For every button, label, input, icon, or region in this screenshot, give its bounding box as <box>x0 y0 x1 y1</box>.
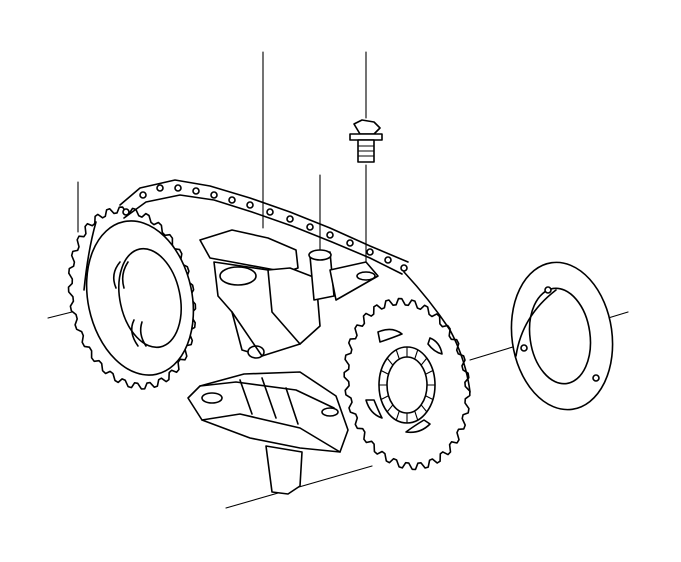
flange-plate-hole-3 <box>592 374 600 382</box>
callout-lines <box>77 51 367 276</box>
guide-rail-foot <box>265 445 303 495</box>
guide-rail-hole-left <box>201 392 223 404</box>
tensioner-edge-line <box>231 311 263 357</box>
chain-link-pin <box>400 264 408 272</box>
chain-link-pin <box>156 184 164 192</box>
sprocket-left-slot-2 <box>130 319 139 347</box>
timing-chain <box>83 179 471 393</box>
chain-bottom-edge <box>123 194 403 275</box>
spline-tooth <box>380 369 390 375</box>
sprocket-left-hub <box>118 247 182 349</box>
chain-link-pin <box>246 201 254 209</box>
sprocket-right-slot-4 <box>405 419 431 434</box>
chain-link-pin <box>266 208 274 216</box>
chain-top-edge <box>119 179 409 263</box>
spline-tooth <box>414 410 419 421</box>
spline-tooth <box>386 404 394 413</box>
chain-link-pin <box>326 231 334 239</box>
tensioner-bushing-top <box>308 249 332 261</box>
chain-link-pin <box>306 223 314 231</box>
spline-tooth <box>420 404 428 413</box>
guide-rail-hole-right <box>321 407 339 417</box>
sprocket-right-splines <box>378 346 436 424</box>
spline-tooth <box>395 410 400 421</box>
chain-left-run <box>83 221 97 291</box>
chain-link-pin <box>366 248 374 256</box>
spline-tooth <box>386 357 394 366</box>
chain-link-pin <box>346 239 354 247</box>
chain-links <box>122 184 408 272</box>
sprocket-left-slot-1 <box>112 261 121 289</box>
flange-plate-hole-2 <box>520 344 528 352</box>
chain-link-pin <box>286 215 294 223</box>
chain-link-pin <box>192 187 200 195</box>
sprocket-left-slot-1b <box>121 261 129 289</box>
camshaft-sprocket-right <box>343 297 471 471</box>
spline-tooth <box>424 395 434 401</box>
spline-tooth <box>420 357 428 366</box>
spline-tooth <box>414 349 419 360</box>
guide-rail-rib-2 <box>261 377 277 419</box>
tensioner-top-shoe <box>199 229 299 273</box>
bolt-flange <box>349 133 383 141</box>
sprocket-right-slot-1 <box>377 328 403 343</box>
chain-right-run <box>403 271 471 393</box>
chain-link-pin <box>228 196 236 204</box>
guide-rail-upper-edge <box>199 381 335 409</box>
tensioner-bracket <box>329 261 379 301</box>
guide-rail-lower-edge <box>201 413 341 453</box>
sprocket-right-teeth <box>343 297 471 471</box>
spline-tooth <box>395 349 400 360</box>
flange-plate-inner <box>528 287 592 385</box>
sprocket-left-slot-2b <box>139 321 147 347</box>
guide-rail-rib-1 <box>239 379 253 415</box>
bolt-head <box>353 119 381 135</box>
guide-rail-rib-3 <box>285 387 299 425</box>
chain-link-pin <box>210 191 218 199</box>
tensioner-bracket-hole <box>356 271 376 281</box>
sprocket-right-slot-3 <box>365 399 383 419</box>
tensioner-pad <box>219 266 257 286</box>
sprocket-flange-plate <box>510 261 614 411</box>
spline-tooth <box>380 395 390 401</box>
spline-tooth <box>424 369 434 375</box>
hex-flange-bolt <box>349 119 383 163</box>
chain-link-pin <box>122 208 130 216</box>
sprocket-right-slot-2 <box>427 337 443 355</box>
lower-chain-guide-rail <box>187 371 349 495</box>
flange-plate-edge-shade <box>515 289 557 357</box>
chain-link-pin <box>384 256 392 264</box>
camshaft-sprocket-left <box>67 206 197 390</box>
chain-link-pin <box>174 184 182 192</box>
tensioner-edge-line-2 <box>267 269 301 345</box>
flange-plate-hole-1 <box>544 286 552 294</box>
chain-tensioner-guide <box>199 229 379 359</box>
chain-link-pin <box>139 191 147 199</box>
